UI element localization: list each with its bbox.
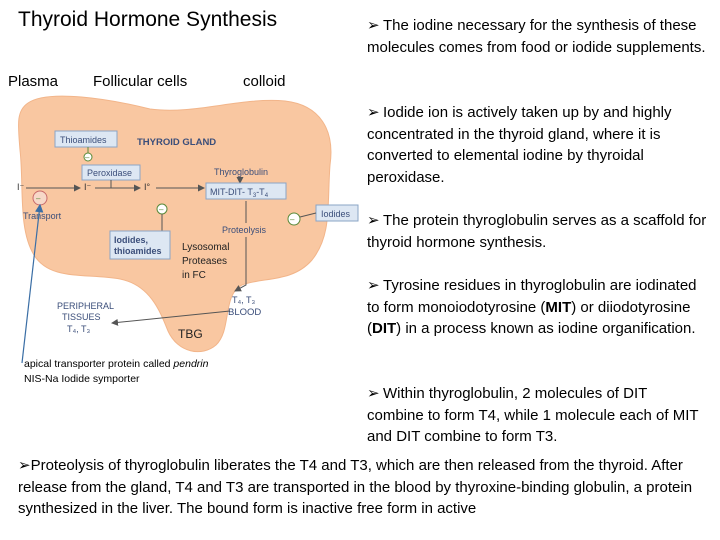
blood-to-peripheral-arrow (111, 310, 231, 326)
bullet-arrow-icon: ➢ (367, 17, 380, 34)
inner-inhibit-sign: – (159, 205, 164, 214)
thioamides-box (54, 130, 118, 148)
footnote-pendrin: apical transporter protein called pendri… (24, 358, 209, 370)
peripheral-label-3: T₄, T₃ (67, 324, 91, 334)
proteolysis-label: Proteolysis (222, 225, 267, 235)
mit-dit-box (205, 182, 287, 200)
inhibit-icon (83, 152, 93, 162)
lysosomal-label-2: Proteases (182, 256, 227, 267)
thioamides-label: Thioamides (60, 135, 107, 145)
bullet-dit-coupling: ➢ Within thyroglobulin, 2 molecules of D… (367, 385, 699, 445)
bullet-arrow-icon: ➢ (367, 385, 380, 402)
iodides-thioamides-box (109, 230, 171, 260)
bullet-iodine-source: ➢ The iodine necessary for the synthesis… (367, 17, 706, 56)
thyroid-diagram: THYROID GLAND Thioamides – Peroxidase Th… (17, 95, 359, 364)
tbg-label: TBG (178, 327, 203, 341)
iodine-label: I° (144, 182, 151, 192)
iodide-mid-label: I⁻ (84, 182, 92, 192)
pointer-line (21, 203, 44, 364)
bullet-arrow-icon: ➢ (367, 104, 380, 121)
iodides-thioamides-label-2: thioamides (114, 246, 162, 256)
bullet-proteolysis: ➢Proteolysis of thyroglobulin liberates … (18, 457, 693, 517)
blood-t4t3-label: T₄, T₃ (232, 295, 256, 305)
mit-dit-label: MIT-DIT- T3-T4 (210, 187, 269, 199)
peripheral-label-2: TISSUES (62, 312, 101, 322)
peripheral-label-1: PERIPHERAL (57, 301, 114, 311)
transport-label: Transport (23, 211, 62, 221)
lysosomal-label-1: Lysosomal (182, 242, 229, 253)
iodides-inhibit-icon (287, 212, 301, 226)
header-plasma: Plasma (8, 73, 59, 90)
iodides-label: Iodides (321, 209, 351, 219)
thyroid-gland-label: THYROID GLAND (137, 137, 216, 148)
iodides-thioamides-label-1: Iodides, (114, 235, 148, 245)
bullet-tyrosine: ➢ Tyrosine residues in thyroglobulin are… (367, 277, 697, 337)
bullet-arrow-icon: ➢ (367, 212, 380, 229)
peroxidase-label: Peroxidase (87, 168, 132, 178)
bullet-iodide-uptake: ➢ Iodide ion is actively taken up by and… (367, 104, 672, 186)
iodides-inhibit-sign: – (290, 215, 295, 224)
header-colloid: colloid (243, 73, 286, 90)
bullet-arrow-icon: ➢ (18, 457, 31, 474)
transport-minus: – (36, 194, 41, 203)
page-title: Thyroid Hormone Synthesis (18, 8, 278, 31)
iodide-in-label: I⁻ (17, 182, 25, 192)
bullet-arrow-icon: ➢ (367, 277, 380, 294)
thyroglobulin-label: Thyroglobulin (214, 167, 268, 177)
blood-label: BLOOD (228, 307, 261, 318)
lysosomal-label-3: in FC (182, 270, 206, 281)
inhibit-sign: – (85, 153, 90, 162)
bullet-thyroglobulin: ➢ The protein thyroglobulin serves as a … (367, 212, 707, 251)
footnote-nis: NIS-Na Iodide symporter (24, 373, 140, 385)
header-follicular-cells: Follicular cells (93, 73, 188, 90)
